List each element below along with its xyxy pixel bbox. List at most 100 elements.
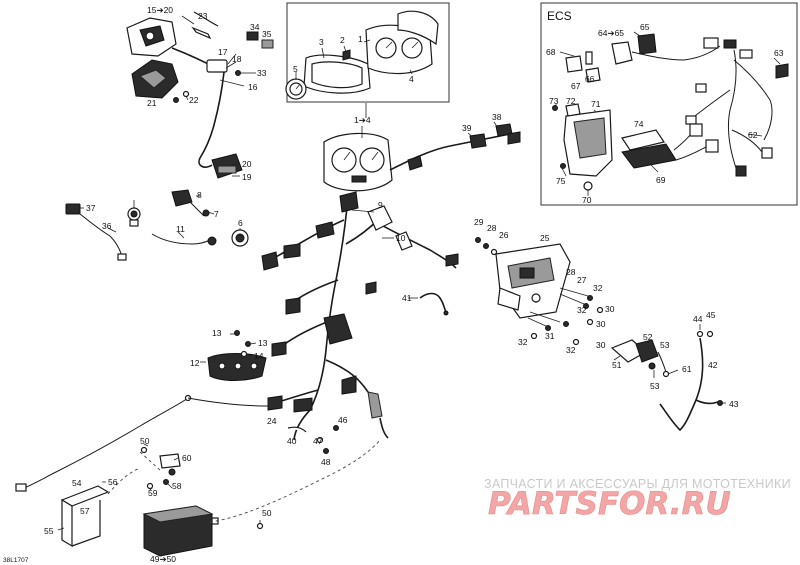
callout-59: 59 — [148, 488, 158, 498]
sensor-11 — [151, 233, 217, 246]
callout-52: 52 — [643, 332, 653, 342]
harness-38-39 — [389, 123, 521, 171]
callout-30b: 30 — [596, 319, 606, 329]
callout-22: 22 — [189, 95, 199, 105]
callout-46: 46 — [338, 415, 348, 425]
callout-32b: 32 — [577, 305, 587, 315]
callout-47: 47 — [313, 436, 323, 446]
battery-tray-54-55 — [60, 485, 110, 548]
ecs-box — [540, 2, 798, 206]
bolts-27-32 — [527, 287, 604, 346]
callout-12: 12 — [190, 358, 200, 368]
callout-23: 23 — [198, 11, 208, 21]
callout-5: 5 — [293, 64, 298, 74]
callout-75: 75 — [556, 176, 566, 186]
fuse-holder-60 — [159, 453, 181, 476]
taillight-12 — [207, 353, 267, 381]
callout-74: 74 — [634, 119, 644, 129]
callout-49-50: 49➔50 — [150, 554, 176, 564]
nut-50b — [256, 522, 264, 530]
callout-30a: 30 — [605, 304, 615, 314]
callout-67: 67 — [571, 81, 581, 91]
callout-32a: 32 — [593, 283, 603, 293]
callout-27: 27 — [577, 275, 587, 285]
callout-50b: 50 — [262, 508, 272, 518]
bracket-25 — [495, 243, 571, 319]
callout-9: 9 — [378, 200, 383, 210]
switch-37 — [65, 203, 123, 257]
callout-30c: 30 — [596, 340, 606, 350]
callout-21: 21 — [147, 98, 157, 108]
callout-66: 66 — [585, 74, 595, 84]
callout-54: 54 — [72, 478, 82, 488]
screw-33 — [235, 70, 241, 76]
callout-28: 28 — [487, 223, 497, 233]
callout-57: 57 — [80, 506, 90, 516]
ecs-bracket-71 — [563, 109, 613, 177]
callout-31: 31 — [545, 331, 555, 341]
ecs-switch-64-65 — [611, 33, 721, 65]
callout-45: 45 — [706, 310, 716, 320]
callout-64-65: 64➔65 — [598, 28, 624, 38]
callout-8: 8 — [197, 190, 202, 200]
gauge-5 — [285, 78, 307, 100]
callout-37: 37 — [86, 203, 96, 213]
callout-69: 69 — [656, 175, 666, 185]
watermark-logo: PARTSFOR.RU — [488, 486, 731, 522]
key-switch-10 — [127, 207, 141, 227]
ecs-connector-63 — [775, 63, 789, 79]
reference-code: 38L1707 — [3, 557, 29, 564]
callout-13a: 13 — [212, 328, 222, 338]
callout-32c: 32 — [518, 337, 528, 347]
callout-50a: 50 — [140, 436, 150, 446]
callout-25: 25 — [540, 233, 550, 243]
screw-7 — [202, 209, 210, 217]
ecs-small-72-73 — [552, 103, 581, 117]
callout-38: 38 — [492, 112, 502, 122]
screw-2 — [342, 49, 351, 61]
callout-13b: 13 — [258, 338, 268, 348]
callout-68: 68 — [546, 47, 556, 57]
callout-10: 10 — [396, 233, 406, 243]
callout-7: 7 — [214, 209, 219, 219]
callout-55: 55 — [44, 526, 54, 536]
callout-32d: 32 — [566, 345, 576, 355]
callout-2: 2 — [340, 35, 345, 45]
watermark-tagline: ЗАПЧАСТИ И АКСЕССУАРЫ ДЛЯ МОТОТЕХНИКИ — [484, 477, 791, 491]
connector-36 — [117, 253, 127, 261]
clip-40 — [287, 426, 307, 433]
callout-1: 1 — [358, 34, 363, 44]
callout-53a: 53 — [660, 340, 670, 350]
callout-60: 60 — [182, 453, 192, 463]
callout-24: 24 — [267, 416, 277, 426]
callout-41: 41 — [402, 293, 412, 303]
callout-40: 40 — [287, 436, 297, 446]
callout-72: 72 — [566, 96, 576, 106]
callout-4: 4 — [409, 74, 414, 84]
callout-18: 18 — [232, 54, 242, 64]
callout-71: 71 — [591, 99, 601, 109]
callout-35: 35 — [262, 29, 272, 39]
connector-19-20 — [211, 153, 243, 179]
cluster-bezel-3 — [303, 54, 371, 94]
wire-42-43 — [659, 330, 723, 432]
small-hardware-22 — [173, 90, 190, 103]
callout-53b: 53 — [650, 381, 660, 391]
ecs-plate-74 — [621, 129, 665, 151]
switch-housing-21 — [131, 59, 179, 99]
battery-49-50 — [142, 505, 219, 557]
callout-44: 44 — [693, 314, 703, 324]
ecs-harness-62 — [685, 39, 773, 177]
leader-lines — [57, 15, 781, 531]
callout-16: 16 — [248, 82, 258, 92]
callout-36: 36 — [102, 221, 112, 231]
main-cluster-1-4 — [323, 132, 393, 192]
callout-3: 3 — [319, 37, 324, 47]
handlebar-switch-assembly — [126, 11, 228, 168]
relay-parts-34-35 — [246, 31, 274, 49]
callout-14: 14 — [254, 351, 264, 361]
callout-29: 29 — [474, 217, 484, 227]
callout-62: 62 — [748, 130, 758, 140]
battery-cable — [15, 394, 269, 492]
callout-34: 34 — [250, 22, 260, 32]
